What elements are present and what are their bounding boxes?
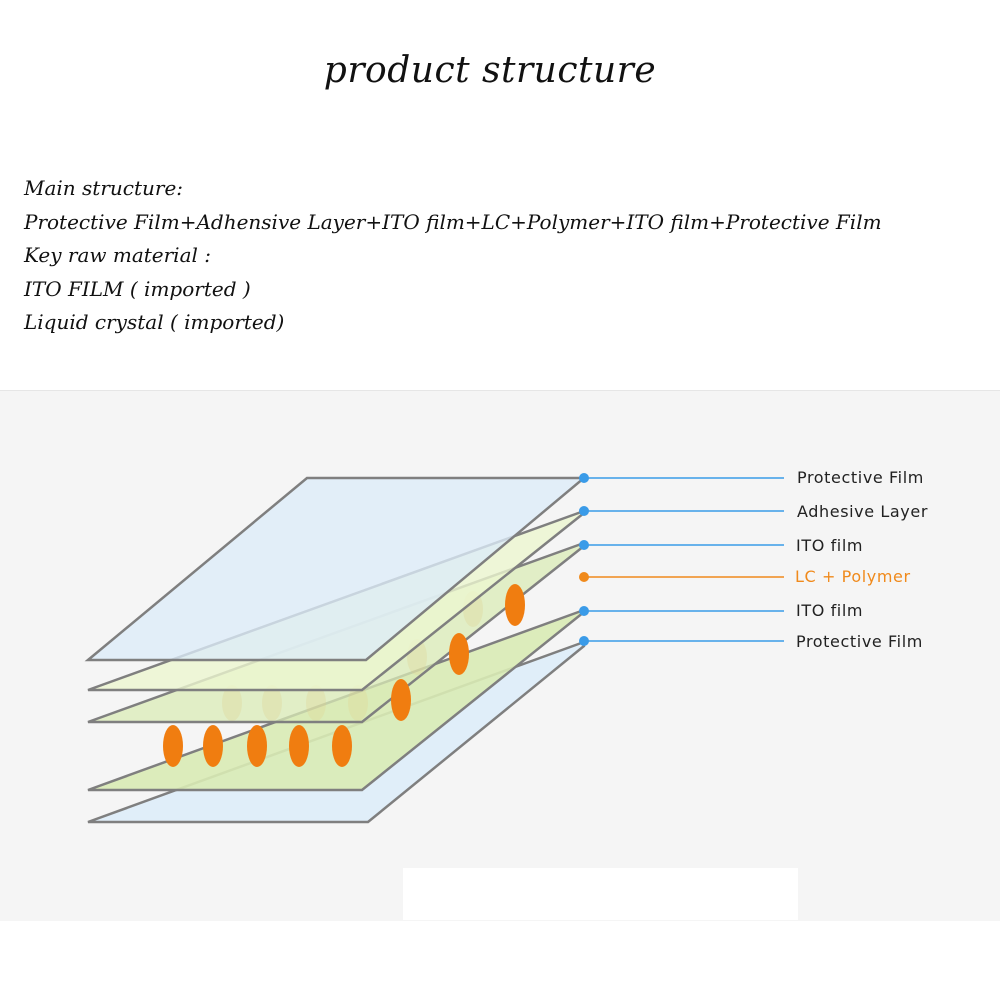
structure-description: Main structure: Protective Film+Adhensiv… (24, 172, 882, 340)
liquid-crystal-droplet (289, 725, 309, 767)
leader-dot (579, 506, 589, 516)
description-line-ito-film: ITO FILM ( imported ) (24, 276, 251, 301)
label-ito-film-bottom: ITO film (796, 601, 863, 620)
liquid-crystal-group (163, 584, 525, 767)
label-protective-film-bottom: Protective Film (796, 632, 923, 651)
liquid-crystal-droplet (449, 633, 469, 675)
leader-lines (584, 477, 784, 642)
label-adhesive-layer: Adhesive Layer (797, 502, 928, 521)
leader-dot (579, 572, 589, 582)
leader-dot (579, 540, 589, 550)
leader-dot (579, 606, 589, 616)
leader-dot (579, 473, 589, 483)
liquid-crystal-droplet (332, 725, 352, 767)
description-line-liquid-crystal: Liquid crystal ( imported) (24, 310, 285, 334)
liquid-crystal-droplet (203, 725, 223, 767)
liquid-crystal-droplet (163, 725, 183, 767)
leader-dots (579, 473, 589, 646)
label-protective-film-top: Protective Film (797, 468, 924, 487)
page-title: product structure (323, 50, 657, 91)
description-line-main-structure-heading: Main structure: (24, 176, 184, 200)
liquid-crystal-droplet (391, 679, 411, 721)
description-line-main-structure: Protective Film+Adhensive Layer+ITO film… (24, 209, 882, 234)
blank-box (403, 868, 798, 920)
liquid-crystal-droplet (505, 584, 525, 626)
leader-dot (579, 636, 589, 646)
label-lc-polymer: LC + Polymer (795, 567, 911, 586)
label-ito-film-top: ITO film (796, 536, 863, 555)
description-line-raw-material-heading: Key raw material : (24, 243, 211, 267)
liquid-crystal-droplet (247, 725, 267, 767)
